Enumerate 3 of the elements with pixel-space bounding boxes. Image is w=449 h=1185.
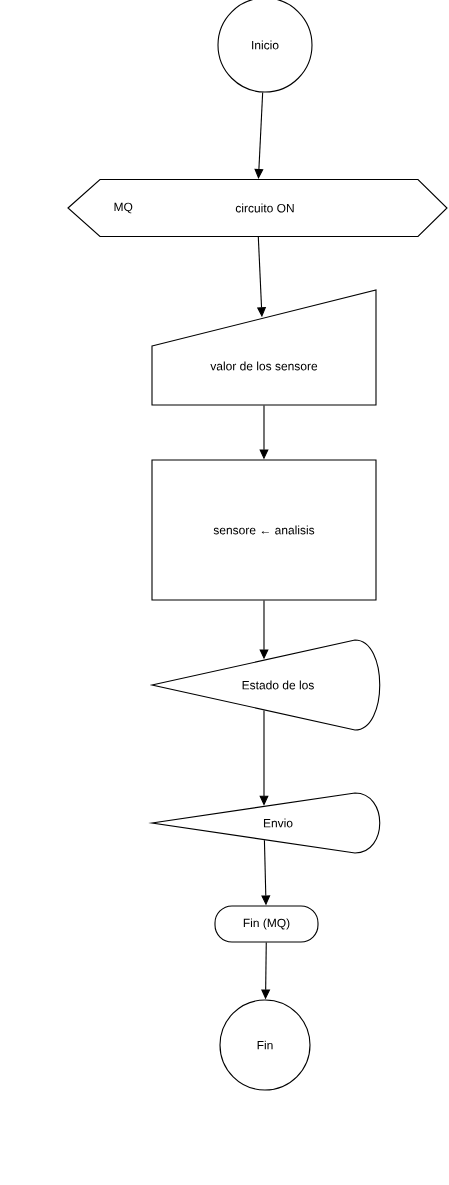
arrow xyxy=(254,91,264,179)
preparation-hexagon: MQ circuito ON xyxy=(67,178,448,238)
process-box: sensore ← analisis xyxy=(151,459,377,601)
